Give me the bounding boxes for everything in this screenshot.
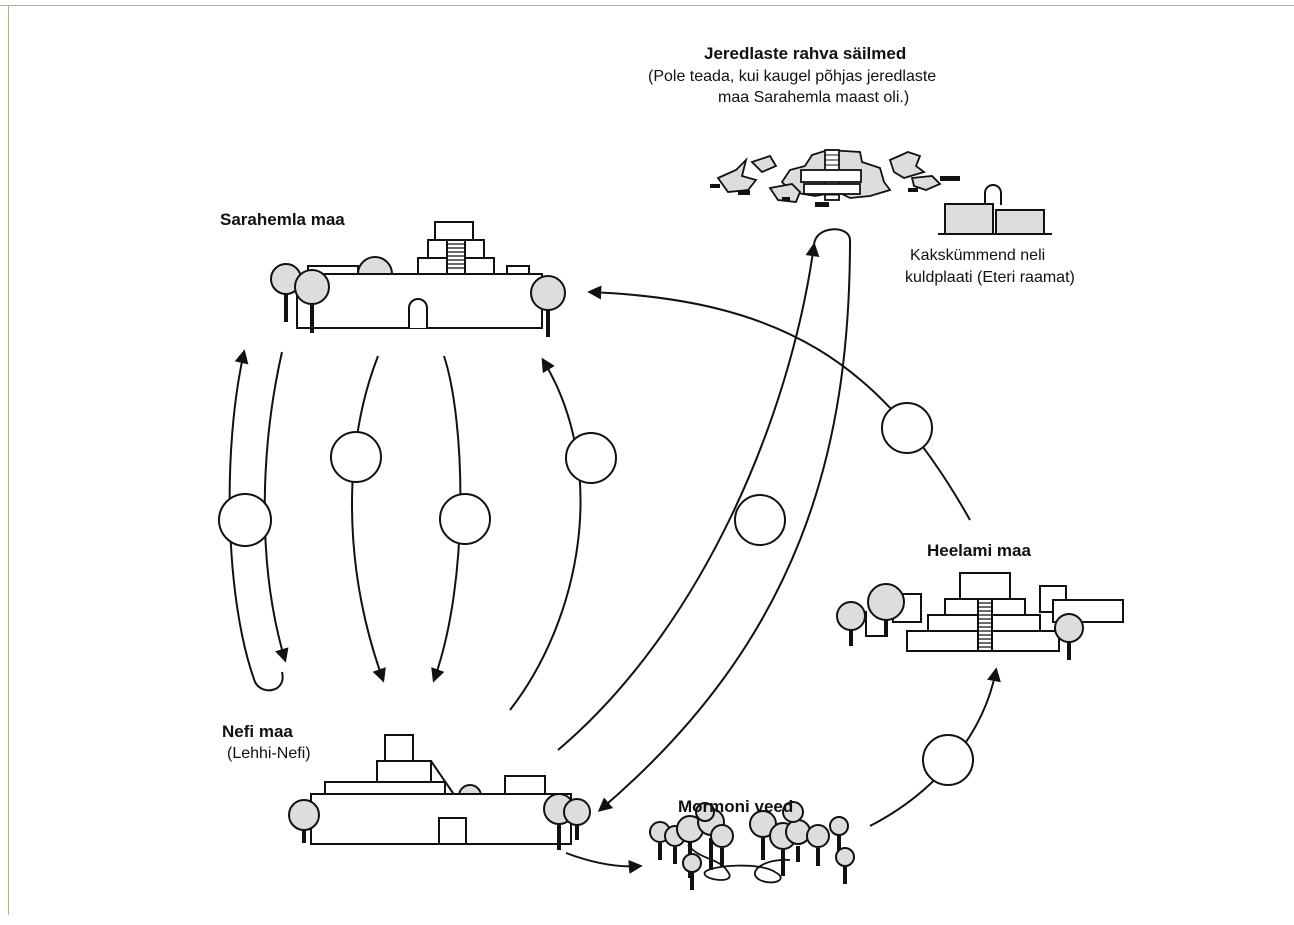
jaredite-ruins-illustration — [710, 149, 960, 207]
frame-rule-top — [0, 5, 1294, 6]
plates-label-line1: Kakskümmend neli — [910, 247, 1046, 264]
route-nephi-to-zarahemla — [509, 357, 582, 711]
jaredite-note-line2: maa Sarahemla maast oli.) — [718, 89, 910, 106]
helam-city-illustration — [836, 572, 1124, 660]
route-zarahemla-nephi-loop-inner — [263, 351, 289, 663]
zarahemla-city-illustration — [270, 221, 566, 337]
gold-plates-illustration — [938, 184, 1052, 235]
mormon-label: Mormoni veed — [678, 797, 794, 816]
route-zarahemla-nephi-loop — [228, 349, 284, 692]
nephi-subtitle: (Lehhi-Nefi) — [227, 745, 311, 762]
frame-rule-left — [8, 5, 9, 915]
journey-routes — [218, 228, 1001, 874]
route-jaredite-to-nephi-inner — [597, 239, 851, 812]
jaredite-note-line1: (Pole teada, kui kaugel põhjas jeredlast… — [648, 68, 937, 85]
waters-of-mormon-illustration — [649, 801, 855, 890]
route-zarahemla-to-nephi-1 — [351, 355, 386, 683]
zarahemla-label: Sarahemla maa — [220, 210, 345, 229]
helam-label: Heelami maa — [927, 541, 1031, 560]
nephi-label: Nefi maa — [222, 722, 293, 741]
jaredite-ruins-label: Jeredlaste rahva säilmed — [704, 44, 907, 63]
plates-label-line2: kuldplaati (Eteri raamat) — [905, 269, 1075, 286]
route-helam-to-zarahemla — [587, 285, 971, 521]
route-nephi-to-jaredite-outer — [557, 242, 820, 751]
nephi-city-illustration — [288, 734, 591, 850]
route-nephi-to-mormon — [565, 852, 643, 874]
